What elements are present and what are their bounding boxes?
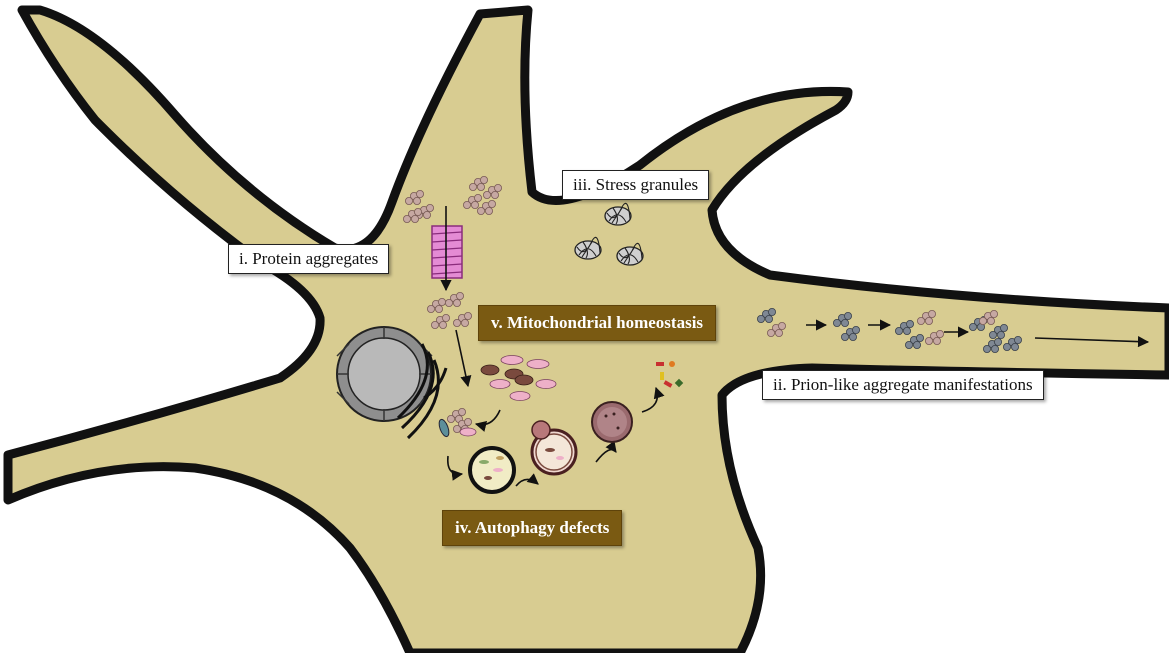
nucleus [337,327,432,421]
label-protein-aggregates: i. Protein aggregates [228,244,389,274]
amyloid-fibril [432,226,462,278]
lysosome-degradation [592,402,632,442]
label-autophagy-defects: iv. Autophagy defects [442,510,622,546]
label-mitochondrial-homeostasis: v. Mitochondrial homeostasis [478,305,716,341]
autophagosome [470,448,514,492]
label-prion-like: ii. Prion-like aggregate manifestations [762,370,1044,400]
label-stress-granules: iii. Stress granules [562,170,709,200]
